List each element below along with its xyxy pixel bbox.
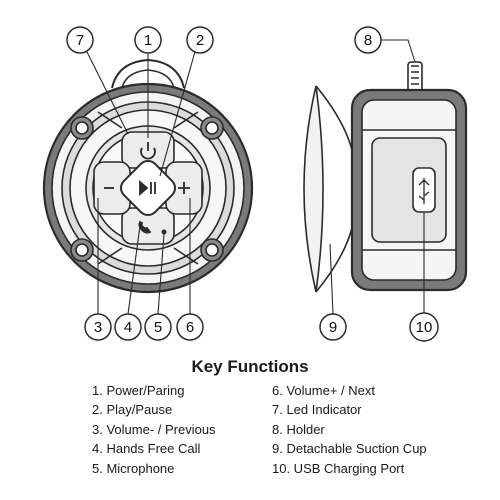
key-function-item: 2. Play/Pause bbox=[92, 402, 173, 418]
svg-text:6: 6 bbox=[186, 319, 194, 336]
speaker-diagram: 1 2 7 3 4 5 6 8 bbox=[42, 26, 468, 342]
callout-lines bbox=[85, 39, 425, 315]
phone-icon bbox=[138, 220, 152, 234]
callout-10: 10 bbox=[409, 312, 439, 342]
svg-text:1: 1 bbox=[144, 32, 152, 49]
svg-text:7: 7 bbox=[76, 32, 84, 49]
key-function-item: 7. Led Indicator bbox=[272, 402, 362, 418]
corner-bolts bbox=[70, 116, 224, 262]
key-function-item: 6. Volume+ / Next bbox=[272, 383, 375, 398]
callout-5: 5 bbox=[144, 313, 172, 341]
callout-3: 3 bbox=[84, 313, 112, 341]
svg-text:3: 3 bbox=[94, 319, 102, 336]
svg-text:4: 4 bbox=[124, 319, 132, 336]
key-functions-list-left: 1. Power/Paring 2. Play/Pause 3. Volume-… bbox=[92, 381, 216, 478]
play-pause-icon bbox=[139, 180, 156, 196]
svg-text:8: 8 bbox=[364, 32, 372, 49]
callout-badges: 1 2 7 3 4 5 6 8 bbox=[66, 26, 439, 342]
usb-icon bbox=[418, 178, 430, 204]
callout-9: 9 bbox=[319, 313, 347, 341]
microphone-hole bbox=[161, 229, 167, 235]
power-icon bbox=[140, 142, 156, 160]
svg-text:2: 2 bbox=[196, 32, 204, 49]
key-function-item: 1. Power/Paring bbox=[92, 383, 185, 398]
callout-8: 8 bbox=[354, 26, 382, 54]
button-glyphs bbox=[104, 142, 190, 235]
callout-7: 7 bbox=[66, 26, 94, 54]
svg-text:9: 9 bbox=[329, 319, 337, 336]
callout-2: 2 bbox=[186, 26, 214, 54]
key-function-item: 8. Holder bbox=[272, 421, 325, 437]
holder bbox=[407, 61, 423, 93]
callout-4: 4 bbox=[114, 313, 142, 341]
svg-text:10: 10 bbox=[416, 319, 433, 336]
plus-icon bbox=[178, 182, 190, 194]
svg-text:5: 5 bbox=[154, 319, 162, 336]
key-function-item: 4. Hands Free Call bbox=[92, 441, 201, 457]
key-function-item: 3. Volume- / Previous bbox=[92, 421, 216, 437]
key-functions-list-right: 6. Volume+ / Next 7. Led Indicator 8. Ho… bbox=[272, 381, 427, 478]
speaker-side-view bbox=[303, 61, 468, 293]
key-function-item: 10. USB Charging Port bbox=[272, 460, 405, 476]
suction-cup bbox=[303, 85, 324, 293]
key-functions-title: Key Functions bbox=[191, 357, 309, 376]
callout-6: 6 bbox=[176, 313, 204, 341]
key-function-item: 5. Microphone bbox=[92, 460, 175, 476]
callout-1: 1 bbox=[134, 26, 162, 54]
key-function-item: 9. Detachable Suction Cup bbox=[272, 441, 427, 457]
